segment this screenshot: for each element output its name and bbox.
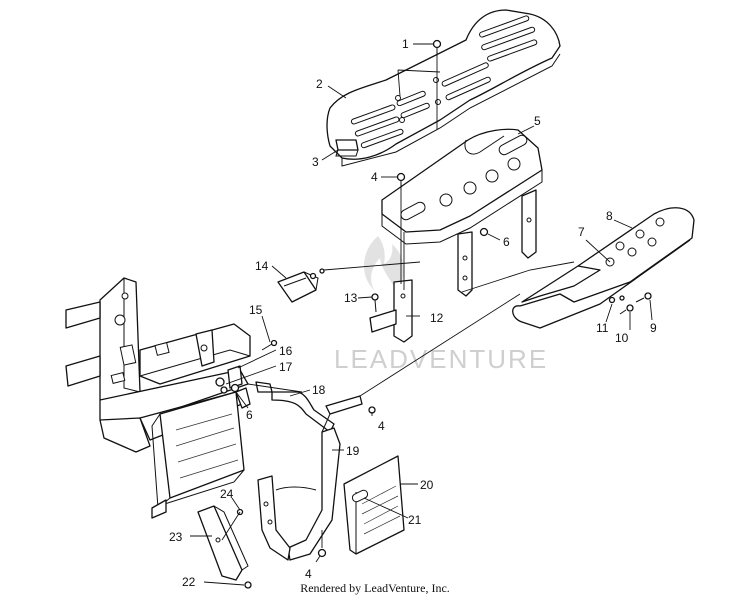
- part-1-screw: [432, 39, 442, 56]
- callout-8: 8: [606, 209, 613, 223]
- render-credit: Rendered by LeadVenture, Inc.: [300, 581, 450, 595]
- callout-5: 5: [534, 114, 541, 128]
- part-6-nut-lower: [230, 383, 240, 393]
- callout-15: 15: [249, 303, 263, 317]
- callout-6-b: 6: [246, 408, 253, 422]
- part-3-clip: [335, 139, 359, 157]
- callout-17: 17: [279, 360, 293, 374]
- callout-4-b: 4: [378, 419, 385, 433]
- part-5-frame-bracket: [381, 128, 543, 297]
- callout-2: 2: [316, 77, 323, 91]
- callout-19: 19: [346, 444, 360, 458]
- callout-22: 22: [182, 575, 196, 589]
- part-22-nut: [244, 581, 252, 589]
- callout-4-c: 4: [305, 567, 312, 581]
- part-23-bracket: [197, 505, 249, 581]
- callout-4: 4: [371, 170, 378, 184]
- part-13-bolt: [371, 293, 379, 313]
- part-6-nut-upper: [479, 227, 489, 237]
- watermark: LEADVENTURE: [334, 236, 548, 374]
- callout-1: 1: [402, 37, 409, 51]
- part-12-support: [369, 279, 413, 343]
- part-20-side-panel: [343, 455, 405, 555]
- callout-6: 6: [503, 235, 510, 249]
- flame-icon: [363, 236, 404, 292]
- callout-16: 16: [279, 344, 293, 358]
- callout-23: 23: [169, 530, 183, 544]
- assembly-lines: [221, 56, 575, 548]
- callout-11: 11: [596, 321, 609, 335]
- part-14-light: [277, 268, 325, 303]
- part-19-tube-bracket: [257, 395, 363, 561]
- part-4-screw-upper: [396, 172, 406, 190]
- main-frame: [65, 277, 251, 453]
- callout-14: 14: [255, 259, 269, 273]
- callout-9: 9: [650, 321, 657, 335]
- part-2-upper-plate: [326, 9, 561, 167]
- parts-15-16-17: [215, 339, 278, 394]
- watermark-text: LEADVENTURE: [334, 344, 548, 374]
- callout-24: 24: [220, 487, 234, 501]
- callout-21: 21: [408, 513, 422, 527]
- callout-leaders: [190, 43, 653, 586]
- callout-18: 18: [312, 383, 326, 397]
- callout-12: 12: [430, 311, 444, 325]
- callout-10: 10: [615, 331, 629, 345]
- callout-7: 7: [578, 225, 585, 239]
- part-4-screw-lower: [317, 548, 327, 558]
- bumper-hardware: [608, 292, 652, 315]
- callout-13: 13: [344, 291, 358, 305]
- callout-3: 3: [312, 155, 319, 169]
- callout-20: 20: [420, 478, 434, 492]
- callout-labels: 1 2 3 4 5 6 7 8 9 10 11 12 13 14 15 16 1…: [169, 37, 657, 589]
- radiator-panel: [151, 391, 245, 519]
